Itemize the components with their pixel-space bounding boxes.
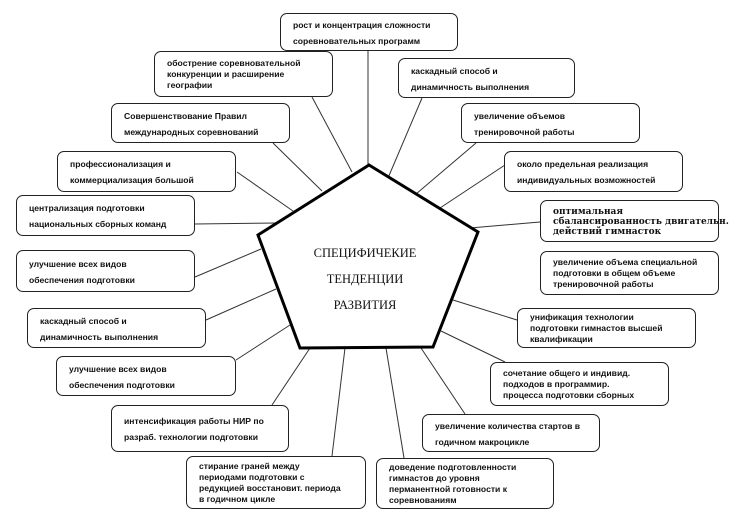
trend-text: национальных сборных команд <box>29 219 167 229</box>
trend-text: тренировочной работы <box>474 126 575 137</box>
trend-box: увеличение объема специальной подготовки… <box>540 251 719 295</box>
trend-text: редукцией восстановит. периода <box>199 483 341 493</box>
trend-box: улучшение всех видов обеспечения подгото… <box>16 250 195 292</box>
central-title-line: СПЕЦИФИЧЕКИЕ <box>313 246 417 260</box>
trend-text: увеличение объема специальной <box>553 257 698 267</box>
trend-box: около предельная реализация индивидуальн… <box>504 151 683 192</box>
trend-text: улучшение всех видов <box>29 258 127 269</box>
trend-box: увеличение объемов тренировочной работы <box>461 103 640 143</box>
connector <box>415 142 477 195</box>
connector <box>205 288 277 321</box>
trend-text: улучшение всех видов <box>69 363 167 374</box>
connector <box>236 171 294 212</box>
trend-text: каскадный способ и <box>40 315 127 326</box>
central-title-line: РАЗВИТИЯ <box>333 298 397 312</box>
trend-text: географии <box>167 80 213 90</box>
trend-text: сочетание общего и индивид. <box>503 368 631 378</box>
connector <box>387 97 423 179</box>
trend-text: процесса подготовки сборных <box>503 390 635 400</box>
trend-text: в годичном цикле <box>199 494 276 504</box>
trend-box: централизация подготовки национальных сб… <box>16 195 195 236</box>
trend-text: централизация подготовки <box>29 203 145 213</box>
trend-text: рост и концентрация сложности <box>293 19 431 30</box>
connector <box>194 248 262 278</box>
trend-box: рост и концентрация сложности соревноват… <box>280 13 458 51</box>
trend-text: индивидуальных возможностей <box>517 175 656 185</box>
trend-text: разраб. технологии подготовки <box>124 432 259 442</box>
connector <box>452 299 518 321</box>
connector <box>469 221 541 229</box>
trend-text: Совершенствование Правил <box>124 110 248 121</box>
trend-text: обеспечения подготовки <box>69 379 175 390</box>
trend-text: подготовки в общем объеме <box>553 268 676 278</box>
trend-text: коммерциализация большой <box>70 175 194 185</box>
connector <box>385 347 405 459</box>
trend-box: профессионализация и коммерциализация бо… <box>57 151 236 192</box>
trend-text: соревнованиям <box>389 495 457 505</box>
trend-text: конкуренции и расширение <box>167 69 285 79</box>
trend-box: Совершенствование Правил международных с… <box>111 103 290 143</box>
connector <box>420 347 466 415</box>
central-title-line: ТЕНДЕНЦИИ <box>326 272 404 286</box>
trend-box: доведение подготовленности гимнастов до … <box>376 458 554 509</box>
trend-text: около предельная реализация <box>517 159 649 169</box>
trend-box: каскадный способ и динамичность выполнен… <box>27 308 206 348</box>
trend-text: международных соревнований <box>124 126 259 137</box>
trend-box: сочетание общего и индивид. подходов в п… <box>490 362 669 406</box>
trend-box: каскадный способ и динамичность выполнен… <box>398 58 575 98</box>
trend-box: увеличение количества стартов в годичном… <box>422 414 600 452</box>
connector <box>194 222 279 225</box>
trend-text: гимнастов до уровня <box>389 473 480 483</box>
trend-text: тренировочной работы <box>553 279 654 289</box>
central-title: СПЕЦИФИЧЕКИЕ ТЕНДЕНЦИИ РАЗВИТИЯ <box>275 240 455 318</box>
trend-text: каскадный способ и <box>411 65 498 76</box>
trend-box: оптимальная сбалансированность двигатель… <box>540 200 729 242</box>
trend-box: стирание граней между периодами подготов… <box>186 456 366 509</box>
trend-text: доведение подготовленности <box>389 462 517 472</box>
trend-text: стирание граней между <box>199 461 300 471</box>
trend-text: обеспечения подготовки <box>29 274 135 285</box>
trend-box: улучшение всех видов обеспечения подгото… <box>56 356 236 396</box>
connector <box>271 347 311 406</box>
connector <box>439 164 506 209</box>
trend-box: обострение соревновательной конкуренции … <box>154 51 333 97</box>
trend-text: обострение соревновательной <box>167 58 301 68</box>
trend-text: профессионализация и <box>70 159 171 169</box>
trend-text: годичном макроцикле <box>435 436 530 447</box>
connector <box>440 330 506 363</box>
connector <box>235 324 291 361</box>
trend-text: увеличение количества стартов в <box>435 420 581 431</box>
trend-text: подходов в программир. <box>503 379 610 389</box>
trend-text: динамичность выполнения <box>40 331 159 342</box>
trend-text: действий гимнасток <box>553 226 662 237</box>
trend-text: подготовки гимнастов высшей <box>530 323 663 333</box>
trend-box: унификация технологии подготовки гимнаст… <box>517 308 696 348</box>
trend-text: унификация технологии <box>530 312 634 322</box>
trend-box: интенсификация работы НИР по разраб. тех… <box>111 405 289 452</box>
connector <box>272 142 323 192</box>
trend-text: интенсификация работы НИР по <box>124 416 264 426</box>
trend-text: перманентной готовности к <box>389 484 508 494</box>
central-pentagon <box>256 163 480 350</box>
trend-text: квалификации <box>530 334 593 344</box>
trend-text: сбалансированность двигательн. <box>553 216 729 227</box>
trend-text: динамичность выполнения <box>411 81 530 92</box>
trend-text: оптимальная <box>553 206 624 217</box>
connector <box>331 347 346 457</box>
connector <box>311 96 353 173</box>
trend-text: увеличение объемов <box>474 110 566 121</box>
trend-text: соревновательных программ <box>293 35 421 46</box>
trend-text: периодами подготовки с <box>199 472 305 482</box>
